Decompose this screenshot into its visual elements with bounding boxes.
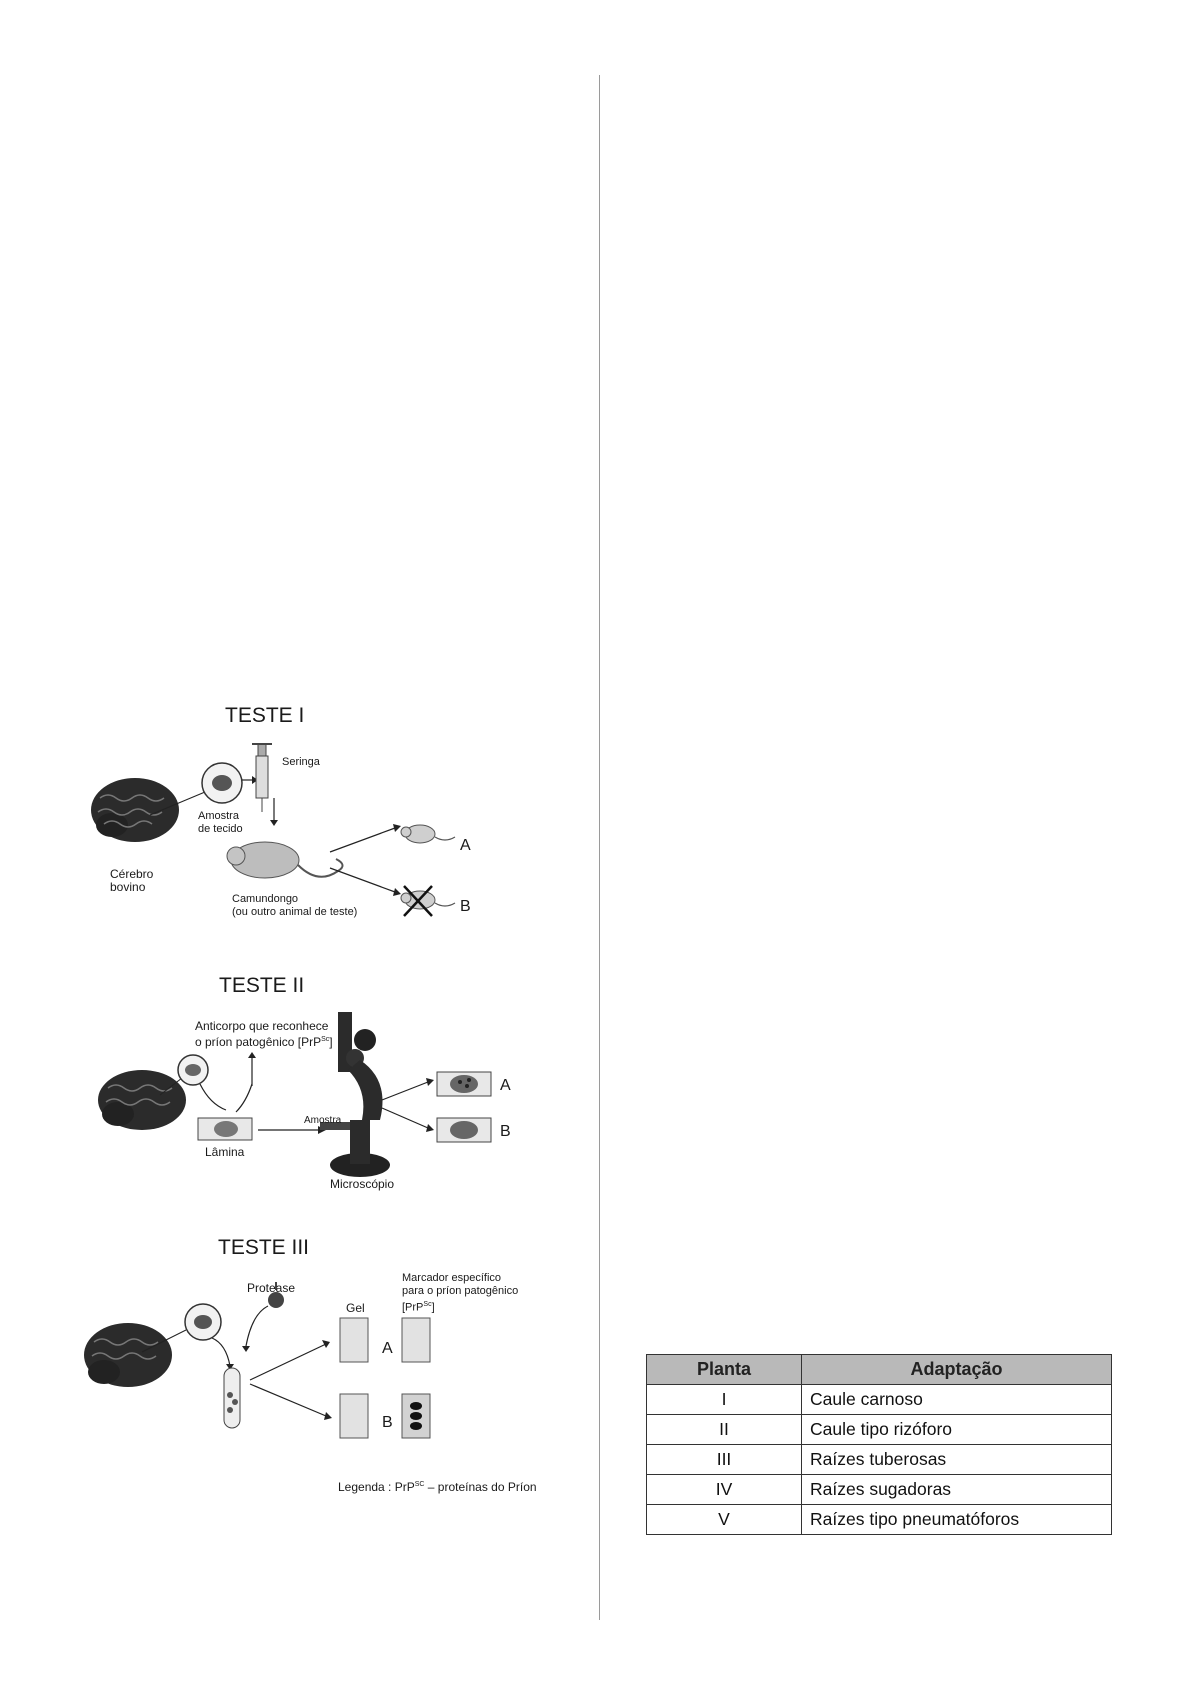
cell-adaptacao: Caule carnoso — [801, 1384, 1112, 1415]
cell-adaptacao: Raízes tipo pneumatóforos — [801, 1504, 1112, 1535]
table-row: V Raízes tipo pneumatóforos — [646, 1504, 1112, 1535]
marcador-label: Marcador específico para o príon patogên… — [402, 1272, 519, 1314]
gel-label: Gel — [346, 1301, 365, 1315]
table-header-row: Planta Adaptação — [646, 1354, 1112, 1385]
adaptation-table: Planta Adaptação I Caule carnoso II Caul… — [646, 1354, 1112, 1535]
lamina-label: Lâmina — [205, 1145, 245, 1159]
teste-3-title: TESTE III — [218, 1236, 310, 1259]
result-b-label-2: B — [500, 1123, 511, 1140]
table-row: II Caule tipo rizóforo — [646, 1414, 1112, 1445]
teste-1-title: TESTE I — [225, 704, 305, 727]
result-b-label-3: B — [382, 1414, 393, 1431]
seringa-label: Seringa — [282, 756, 320, 768]
microscopio-label: Microscópio — [330, 1177, 395, 1191]
cell-adaptacao: Caule tipo rizóforo — [801, 1414, 1112, 1445]
result-a-label: A — [460, 837, 471, 854]
result-b-label: B — [460, 898, 471, 915]
anticorpo-label: Anticorpo que reconhece o príon patogêni… — [195, 1019, 333, 1049]
col-header-adaptacao: Adaptação — [801, 1354, 1112, 1385]
amostra-label-2: Amostra — [304, 1115, 342, 1126]
legenda: Legenda : PrPSC – proteínas do Príon — [338, 1480, 537, 1494]
teste-3-drawing — [84, 1282, 431, 1439]
cell-adaptacao: Raízes sugadoras — [801, 1474, 1112, 1505]
teste-1-drawing — [91, 743, 456, 917]
result-a-label-3: A — [382, 1340, 393, 1357]
teste-2-drawing — [98, 1012, 492, 1177]
camundongo-label: Camundongo(ou outro animal de teste) — [232, 893, 358, 918]
column-divider — [599, 75, 600, 1620]
cell-planta: V — [646, 1504, 802, 1535]
teste-2-title: TESTE II — [219, 974, 305, 997]
cell-planta: III — [646, 1444, 802, 1475]
cell-planta: II — [646, 1414, 802, 1445]
col-header-planta: Planta — [646, 1354, 802, 1385]
brain-image — [91, 778, 179, 842]
table-row: IV Raízes sugadoras — [646, 1474, 1112, 1505]
protease-label: Protease — [247, 1281, 296, 1295]
table-row: I Caule carnoso — [646, 1384, 1112, 1415]
cell-planta: IV — [646, 1474, 802, 1505]
cell-planta: I — [646, 1384, 802, 1415]
result-a-label-2: A — [500, 1077, 511, 1094]
table-row: III Raízes tuberosas — [646, 1444, 1112, 1475]
cell-adaptacao: Raízes tuberosas — [801, 1444, 1112, 1475]
